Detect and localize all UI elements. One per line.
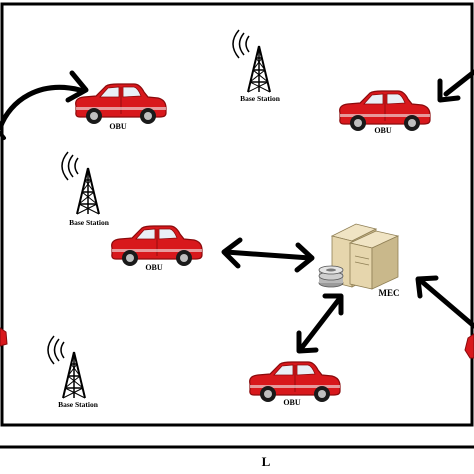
base-station-label: Base Station xyxy=(69,218,110,227)
base-station-bottom: Base Station xyxy=(47,335,99,409)
car-icon xyxy=(0,327,8,347)
vehicle-middle: OBU xyxy=(111,225,203,272)
curved-arrow-icon xyxy=(437,69,474,103)
curved-arrow-icon xyxy=(0,131,6,140)
road-boundary xyxy=(0,2,474,427)
base-station-left: Base Station xyxy=(61,151,110,227)
vehicle-partial-right xyxy=(464,333,474,359)
mec-server: MEC xyxy=(318,223,400,298)
mec-server-icon xyxy=(318,223,400,290)
double-arrow-icon xyxy=(221,237,315,273)
double-arrow-icon xyxy=(296,293,344,354)
car-icon xyxy=(339,90,431,132)
obu-label: OBU xyxy=(374,126,392,135)
base-station-tower-icon xyxy=(232,29,271,93)
mec-label: MEC xyxy=(379,288,400,298)
car-icon xyxy=(464,333,474,359)
obu-label: OBU xyxy=(109,122,127,131)
base-station-label: Base Station xyxy=(58,400,99,409)
car-icon xyxy=(249,361,341,403)
length-label: L xyxy=(262,454,271,469)
base-station-tower-icon xyxy=(47,335,86,399)
vehicle-top-left: OBU xyxy=(75,83,167,131)
base-station-tower-icon xyxy=(61,151,100,215)
vehicle-partial-left xyxy=(0,327,8,347)
vehicle-bottom: OBU xyxy=(249,361,341,407)
curved-arrow-icon xyxy=(0,70,89,131)
car-icon xyxy=(111,225,203,267)
communication-arrows xyxy=(0,69,474,354)
car-icon xyxy=(75,83,167,125)
vehicle-top-right: OBU xyxy=(339,90,431,135)
double-arrow-icon xyxy=(415,275,474,329)
obu-label: OBU xyxy=(283,398,301,407)
base-station-top: Base Station xyxy=(232,29,281,103)
base-station-label: Base Station xyxy=(240,94,281,103)
obu-label: OBU xyxy=(145,263,163,272)
